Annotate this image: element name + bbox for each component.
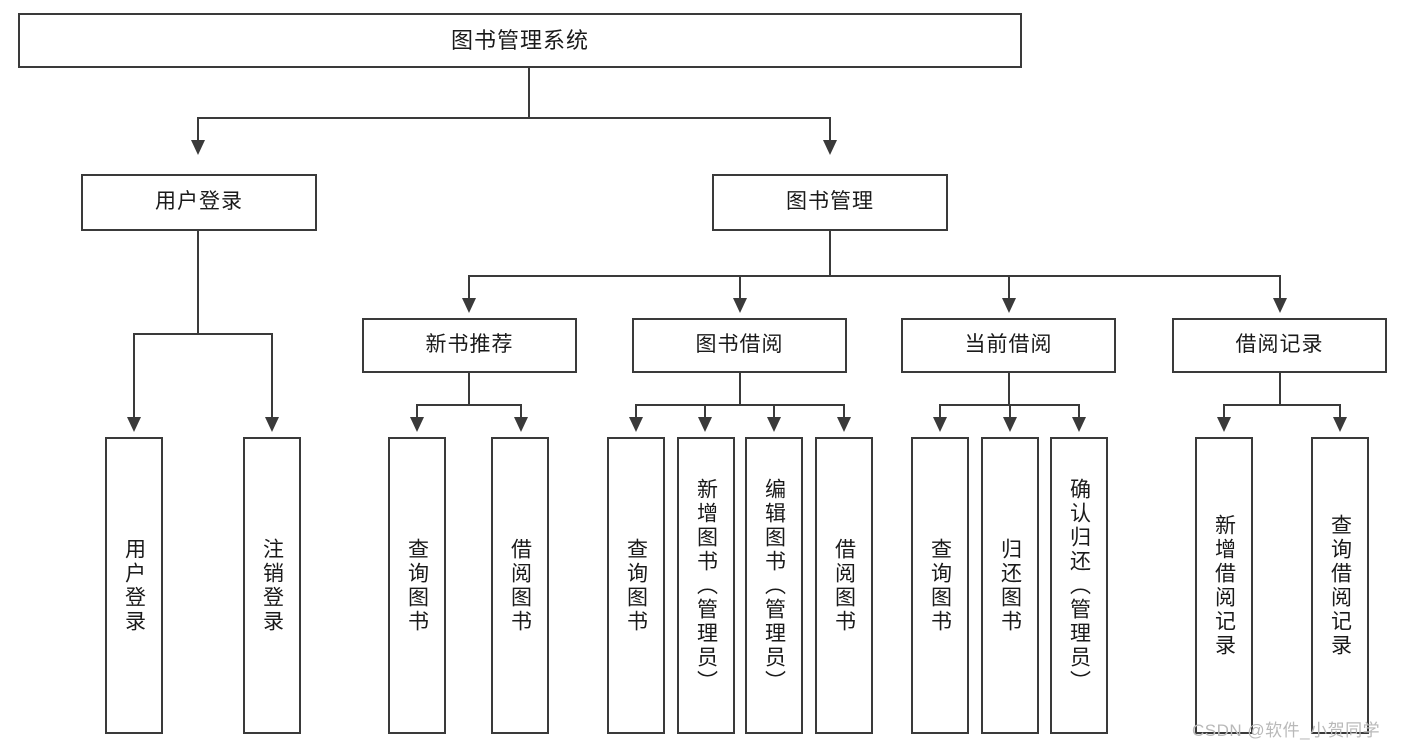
node-label: 图书管理 — [786, 190, 874, 214]
connector-br-to-leaf-1 — [1223, 404, 1225, 418]
node-borrow-records[interactable]: 借阅记录 — [1172, 318, 1387, 373]
arrowhead-bb-to-leaf-4 — [837, 417, 851, 432]
connector-nb-to-leaf-2 — [520, 404, 522, 418]
leaf-user-login-login[interactable]: 用户登录 — [105, 437, 163, 734]
node-label: 新增图书（管理员） — [694, 477, 718, 694]
arrowhead-br-to-leaf-1 — [1217, 417, 1231, 432]
arrowhead-root-to-user-login — [191, 140, 205, 155]
connector-user-login-stem — [197, 231, 199, 334]
leaf-book-borrow-add-book-admin[interactable]: 新增图书（管理员） — [677, 437, 735, 734]
connector-bb-to-leaf-1 — [635, 404, 637, 418]
arrowhead-bm-to-new-book — [462, 298, 476, 313]
node-label: 查询图书 — [405, 537, 429, 634]
connector-new-book-stem — [468, 373, 470, 405]
leaf-current-borrow-query-book[interactable]: 查询图书 — [911, 437, 969, 734]
connector-book-borrow-stem — [739, 373, 741, 405]
csdn-watermark: CSDN @软件_小贺同学 — [1192, 721, 1381, 740]
connector-user-login-to-leaf-2 — [271, 333, 273, 418]
arrowhead-bm-to-borrow-records — [1273, 298, 1287, 313]
connector-bm-to-new-book — [468, 275, 470, 299]
connector-book-management-stem — [829, 231, 831, 276]
connector-nb-to-leaf-1 — [416, 404, 418, 418]
node-user-login[interactable]: 用户登录 — [81, 174, 317, 231]
connector-cb-to-leaf-1 — [939, 404, 941, 418]
arrowhead-bb-to-leaf-1 — [629, 417, 643, 432]
arrowhead-nb-to-leaf-1 — [410, 417, 424, 432]
connector-new-book-bus — [416, 404, 521, 406]
connector-root-stem — [528, 68, 530, 118]
connector-root-bus — [197, 117, 830, 119]
node-label: 当前借阅 — [964, 333, 1053, 357]
arrowhead-bb-to-leaf-3 — [767, 417, 781, 432]
connector-root-to-book-management — [829, 117, 831, 141]
arrowhead-user-login-to-leaf-1 — [127, 417, 141, 432]
arrowhead-bm-to-book-borrow — [733, 298, 747, 313]
node-label: 用户登录 — [155, 190, 243, 214]
connector-bm-to-borrow-records — [1279, 275, 1281, 299]
leaf-book-borrow-edit-book-admin[interactable]: 编辑图书（管理员） — [745, 437, 803, 734]
node-current-borrow[interactable]: 当前借阅 — [901, 318, 1116, 373]
connector-borrow-records-stem — [1279, 373, 1281, 405]
node-label: 借阅图书 — [508, 537, 532, 634]
arrowhead-cb-to-leaf-2 — [1003, 417, 1017, 432]
arrowhead-user-login-to-leaf-2 — [265, 417, 279, 432]
node-label: 编辑图书（管理员） — [762, 477, 786, 694]
connector-bb-to-leaf-2 — [704, 404, 706, 418]
connector-user-login-bus — [133, 333, 272, 335]
node-label: 注销登录 — [260, 537, 284, 634]
leaf-new-book-borrow-book[interactable]: 借阅图书 — [491, 437, 549, 734]
arrowhead-cb-to-leaf-3 — [1072, 417, 1086, 432]
node-label: 图书借阅 — [695, 333, 784, 357]
connector-bb-to-leaf-3 — [773, 404, 775, 418]
leaf-borrow-records-query-record[interactable]: 查询借阅记录 — [1311, 437, 1369, 734]
connector-book-management-bus — [468, 275, 1280, 277]
leaf-borrow-records-add-record[interactable]: 新增借阅记录 — [1195, 437, 1253, 734]
leaf-new-book-query-book[interactable]: 查询图书 — [388, 437, 446, 734]
node-label: 借阅图书 — [832, 537, 856, 634]
connector-root-to-user-login — [197, 117, 199, 141]
arrowhead-nb-to-leaf-2 — [514, 417, 528, 432]
node-label: 查询借阅记录 — [1328, 513, 1352, 658]
node-book-borrow[interactable]: 图书借阅 — [632, 318, 847, 373]
node-label: 用户登录 — [122, 537, 146, 634]
connector-br-to-leaf-2 — [1339, 404, 1341, 418]
connector-cb-to-leaf-2 — [1009, 404, 1011, 418]
connector-borrow-records-bus — [1223, 404, 1340, 406]
arrowhead-cb-to-leaf-1 — [933, 417, 947, 432]
connector-cb-to-leaf-3 — [1078, 404, 1080, 418]
node-label: 图书管理系统 — [450, 27, 589, 53]
connector-bm-to-book-borrow — [739, 275, 741, 299]
arrowhead-bb-to-leaf-2 — [698, 417, 712, 432]
node-label: 新增借阅记录 — [1212, 513, 1236, 658]
arrowhead-bm-to-current-borrow — [1002, 298, 1016, 313]
arrowhead-br-to-leaf-2 — [1333, 417, 1347, 432]
connector-current-borrow-stem — [1008, 373, 1010, 405]
node-label: 查询图书 — [928, 537, 952, 634]
arrowhead-root-to-book-management — [823, 140, 837, 155]
node-book-management[interactable]: 图书管理 — [712, 174, 948, 231]
node-root-book-management-system[interactable]: 图书管理系统 — [18, 13, 1022, 68]
leaf-user-login-logout[interactable]: 注销登录 — [243, 437, 301, 734]
node-label: 新书推荐 — [425, 333, 514, 357]
node-label: 借阅记录 — [1235, 333, 1324, 357]
connector-user-login-to-leaf-1 — [133, 333, 135, 418]
connector-bb-to-leaf-4 — [843, 404, 845, 418]
leaf-book-borrow-borrow-book[interactable]: 借阅图书 — [815, 437, 873, 734]
node-label: 确认归还（管理员） — [1067, 477, 1091, 694]
leaf-book-borrow-query-book[interactable]: 查询图书 — [607, 437, 665, 734]
connector-book-borrow-bus — [635, 404, 844, 406]
leaf-current-borrow-return-book[interactable]: 归还图书 — [981, 437, 1039, 734]
node-label: 归还图书 — [998, 537, 1022, 634]
node-new-book-recommend[interactable]: 新书推荐 — [362, 318, 577, 373]
node-label: 查询图书 — [624, 537, 648, 634]
leaf-current-borrow-confirm-return-admin[interactable]: 确认归还（管理员） — [1050, 437, 1108, 734]
connector-bm-to-current-borrow — [1008, 275, 1010, 299]
